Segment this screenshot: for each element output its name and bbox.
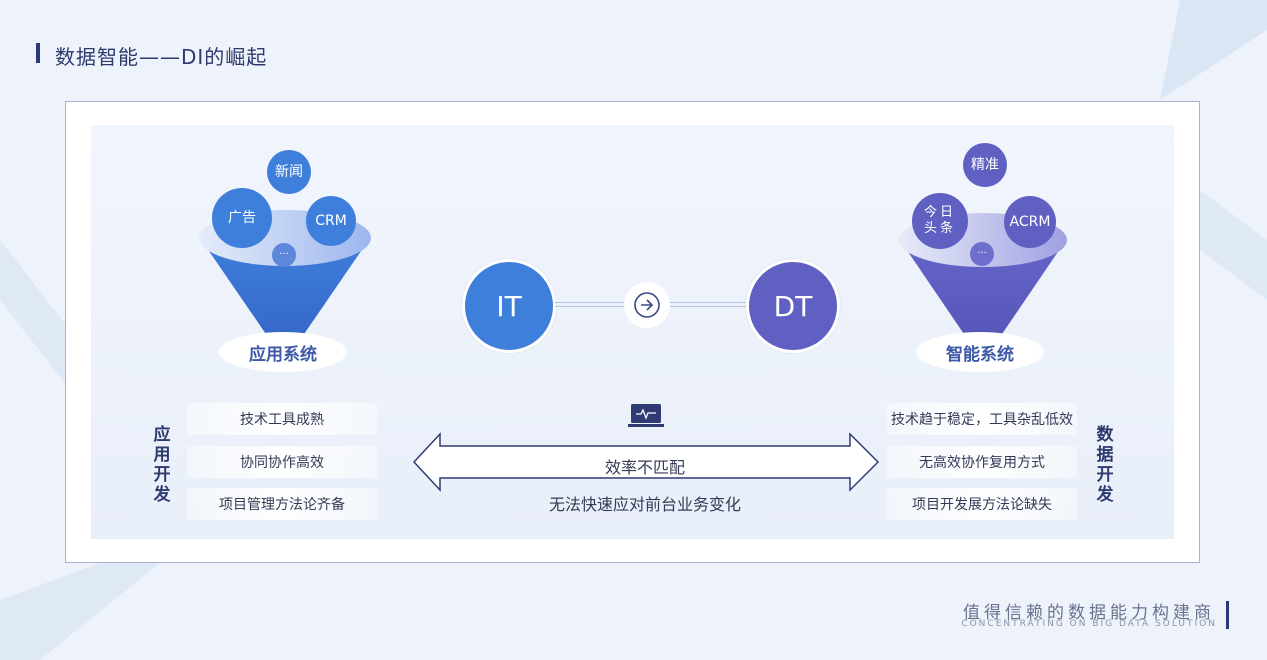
bubble-acrm: ACRM [1004, 196, 1056, 248]
link-line-left [555, 302, 625, 307]
transition-arrow [624, 282, 670, 328]
bubble-ads: 广告 [212, 188, 272, 248]
bubble-precise: 精准 [963, 143, 1007, 187]
bubble-more-right: ··· [970, 242, 994, 266]
it-circle: IT [462, 259, 556, 353]
arrow-right-circle-icon [634, 292, 660, 318]
left-list-item: 项目管理方法论齐备 [187, 488, 377, 520]
right-list-item: 无高效协作复用方式 [887, 446, 1077, 478]
right-list-item: 技术趋于稳定，工具杂乱低效 [887, 403, 1077, 435]
bubble-acrm-text: ACRM [1009, 214, 1051, 230]
right-funnel-label: 智能系统 [916, 332, 1044, 372]
left-list-item: 协同协作高效 [187, 446, 377, 478]
bubble-more: ··· [272, 243, 296, 267]
bubble-toutiao-text: 今日 头条 [923, 205, 956, 236]
bubble-toutiao: 今日 头条 [912, 193, 968, 249]
left-list-item: 技术工具成熟 [187, 403, 377, 435]
title-accent-bar [36, 43, 40, 63]
caption-text: 无法快速应对前台业务变化 [548, 495, 741, 514]
dt-circle: DT [746, 259, 840, 353]
bubble-precise-text: 精准 [971, 157, 999, 173]
footer-slogan: 值得信赖的数据能力构建商 [963, 603, 1215, 623]
footer-accent-bar [1226, 601, 1229, 629]
left-funnel-label: 应用系统 [219, 332, 347, 372]
link-line-right [670, 302, 746, 307]
right-side-label: 数据开发 [1096, 425, 1114, 505]
left-side-label: 应用开发 [153, 425, 171, 505]
footer-tagline: CONCENTRATING ON BIG DATA SOLUTION [961, 619, 1217, 629]
efficiency-mismatch-text: 效率不匹配 [604, 458, 685, 477]
page-title: 数据智能——DI的崛起 [55, 45, 268, 69]
right-list-item: 项目开发展方法论缺失 [887, 488, 1077, 520]
bubble-news: 新闻 [267, 150, 311, 194]
bubble-crm: CRM [306, 196, 356, 246]
